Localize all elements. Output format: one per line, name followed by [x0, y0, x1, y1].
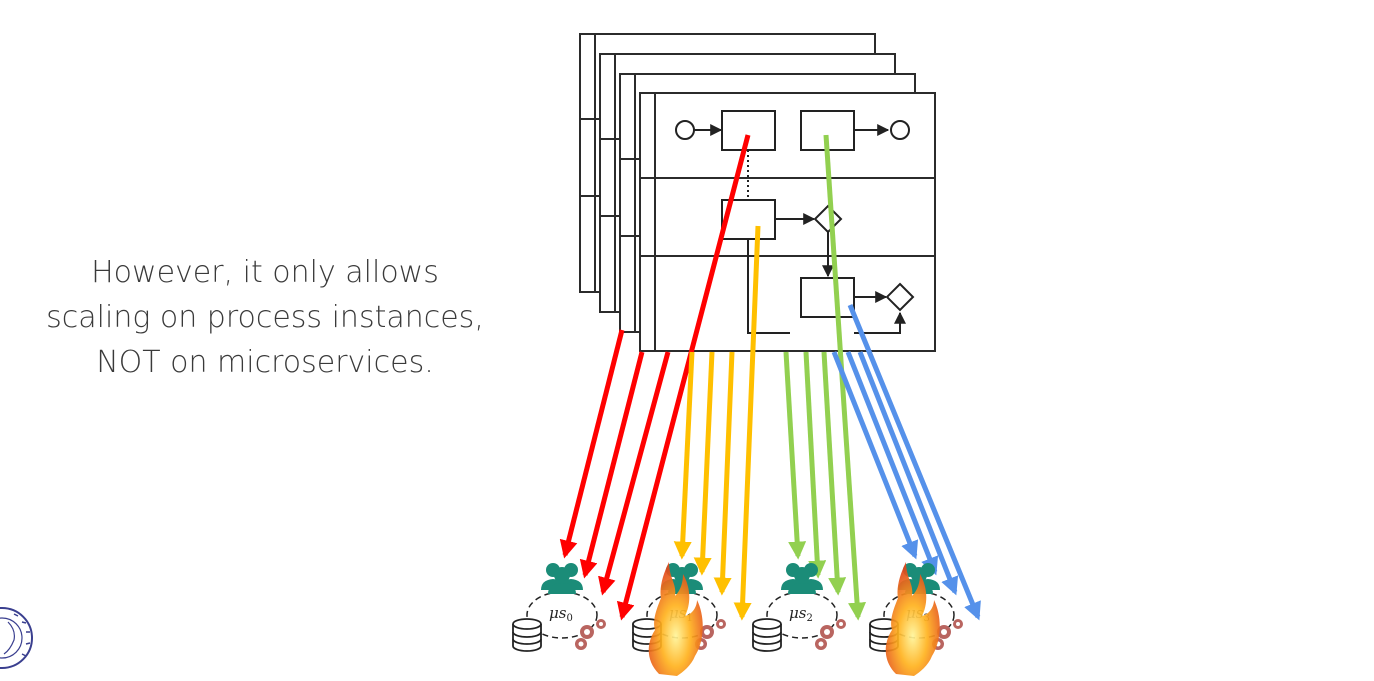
microservice-3: μs3: [869, 562, 963, 676]
yellow-arrows: [673, 225, 761, 621]
caption-line-1: However, it only allows: [91, 255, 439, 290]
database-icon: [512, 618, 542, 652]
caption-line-2: scaling on process instances,: [46, 300, 484, 335]
task-4: [800, 277, 855, 318]
microservice-label: μs2: [789, 604, 813, 624]
start-event-icon: [675, 120, 695, 140]
end-event-icon: [890, 120, 910, 140]
gears-icon: [815, 619, 846, 650]
process-card-stack: [579, 33, 936, 352]
database-icon: [752, 618, 782, 652]
fire-icon: [648, 562, 703, 676]
users-icon: [541, 563, 583, 594]
fire-icon: [885, 562, 940, 676]
gateway-2-icon: [885, 282, 915, 312]
university-seal-logo: [0, 607, 33, 669]
microservice-2: μs2: [752, 563, 846, 652]
red-arrows: [559, 134, 751, 621]
users-icon: [781, 563, 823, 594]
microservice-0: μs0: [512, 563, 606, 652]
gears-icon: [575, 619, 606, 650]
bpmn-process: [675, 110, 915, 334]
blue-arrows: [831, 304, 981, 621]
caption-line-3: NOT on microservices.: [96, 345, 434, 380]
task-1: [721, 110, 776, 151]
caption: However, it only allows scaling on proce…: [20, 250, 510, 385]
microservice-1: μs1: [632, 562, 726, 676]
microservice-label: μs0: [549, 604, 573, 624]
